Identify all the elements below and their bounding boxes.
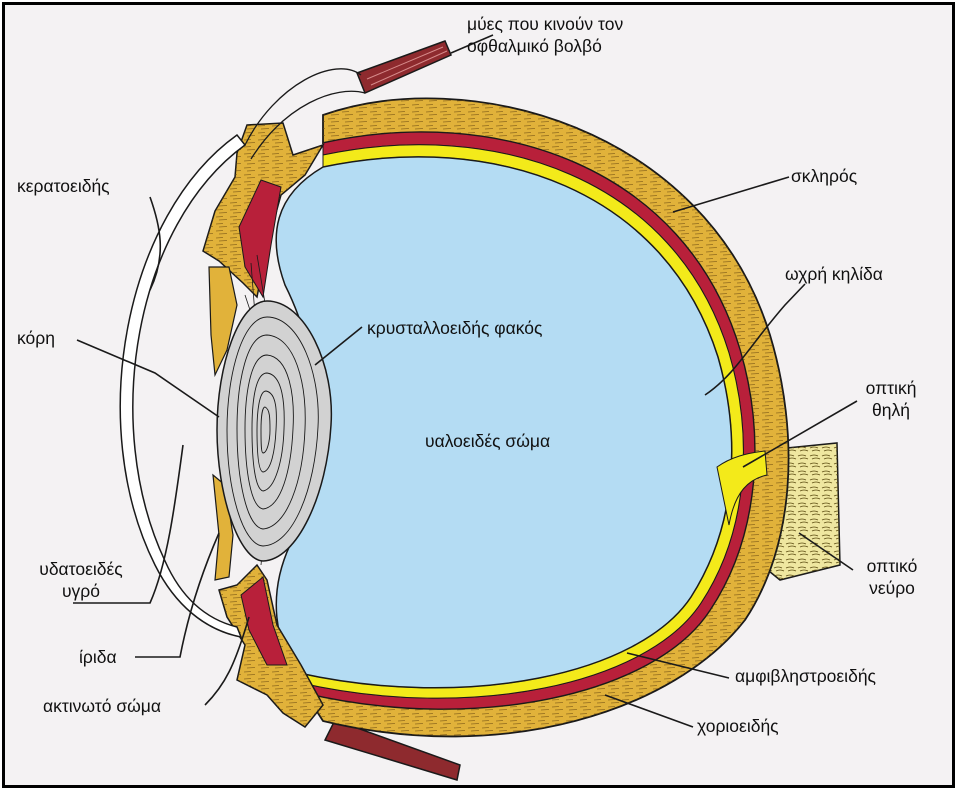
leader-pupil (76, 339, 220, 418)
label-aqueous-line2: υγρό (61, 581, 100, 601)
leader-aqueous (73, 444, 184, 604)
leader-ciliary (204, 616, 250, 706)
leader-muscles (450, 34, 494, 54)
cornea (119, 133, 247, 638)
label-optic-nerve: οπτικό νεύρο (847, 555, 937, 599)
leader-macula (704, 283, 806, 396)
label-optic-nerve-line2: νεύρο (869, 578, 915, 598)
label-ciliary: ακτινωτό σώμα (43, 696, 162, 716)
label-retina: αμφιβληστροειδής (735, 666, 876, 686)
label-muscles-line1: μύες που κινούν τον (467, 14, 624, 34)
leader-optic-nerve (798, 532, 854, 571)
leader-optic-disc (742, 400, 858, 468)
leader-retina (626, 652, 730, 679)
eye-cross-section (73, 34, 858, 781)
leader-iris (135, 532, 220, 658)
label-choroid: χοριοειδής (697, 716, 779, 736)
upper-eye-muscle-stripes (366, 46, 448, 86)
label-cornea: κερατοειδής (17, 176, 110, 196)
lower-ciliary-red (240, 576, 288, 666)
label-iris: ίριδα (79, 647, 117, 667)
label-aqueous-line1: υδατοειδές (39, 559, 123, 579)
leader-sclera (672, 176, 790, 213)
label-muscles: μύες που κινούν τον οφθαλμικό βολβό (467, 13, 623, 57)
label-muscles-line2: οφθαλμικό βολβό (467, 36, 602, 56)
label-optic-nerve-line1: οπτικό (866, 556, 918, 576)
lower-eye-muscle (323, 719, 461, 781)
upper-iris (208, 266, 238, 378)
muscle-tendon-upper (244, 68, 362, 146)
leader-cornea (149, 196, 162, 291)
leader-choroid (604, 694, 694, 728)
optic-disc (716, 450, 768, 526)
label-optic-disc: οπτική θηλή (843, 377, 939, 421)
label-pupil: κόρη (17, 328, 55, 348)
leader-lines (73, 34, 858, 728)
label-sclera: σκληρός (791, 166, 858, 186)
upper-ciliary-red (238, 179, 282, 299)
label-optic-disc-line1: οπτική (865, 378, 917, 398)
muscle-tendon-upper-2 (250, 90, 366, 160)
label-lens: κρυσταλλοειδής φακός (367, 318, 543, 338)
label-vitreous: υαλοειδές σώμα (425, 431, 551, 451)
lens (216, 300, 333, 562)
label-optic-disc-line2: θηλή (872, 400, 910, 420)
leader-lens (314, 326, 363, 366)
label-aqueous: υδατοειδές υγρό (17, 558, 145, 602)
label-macula: ωχρή κηλίδα (785, 264, 883, 284)
